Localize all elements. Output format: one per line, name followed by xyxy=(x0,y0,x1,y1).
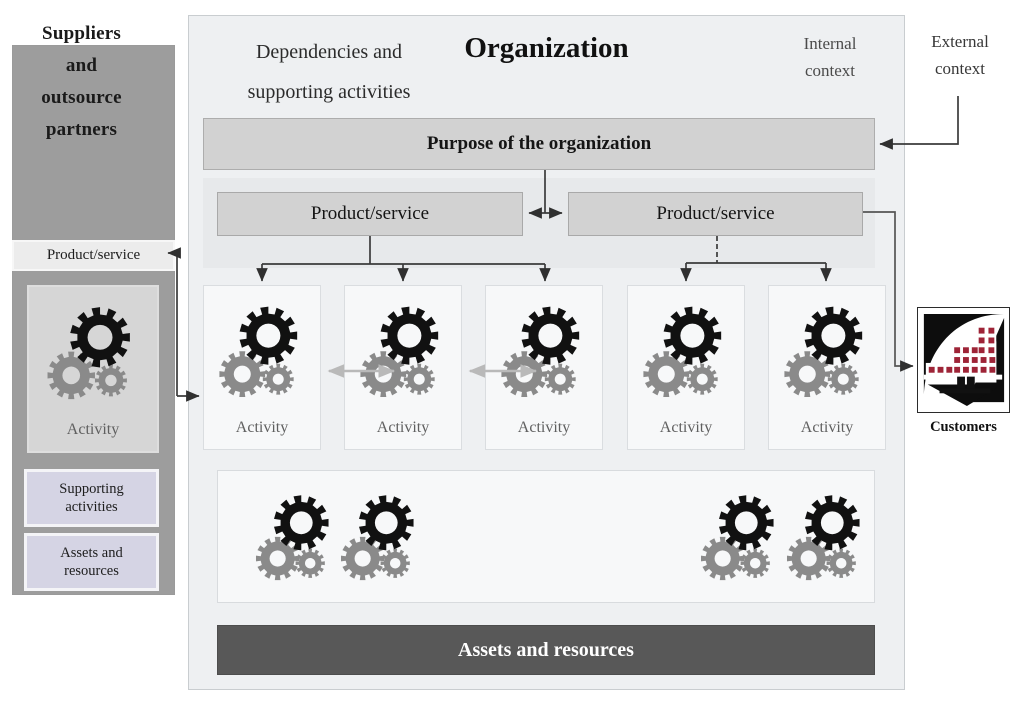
gear-cluster-svg xyxy=(501,306,580,397)
activity-label-2: Activity xyxy=(376,419,430,436)
gear-cluster-svg xyxy=(255,495,329,581)
suppliers-title-line-2: and xyxy=(65,55,98,76)
gear-large-dark-icon xyxy=(239,306,298,365)
gear-large-dark-icon xyxy=(663,306,722,365)
activity-card-3[interactable]: Activity xyxy=(485,285,603,450)
gear-medium-light-icon xyxy=(360,351,407,397)
external-context-line-1: External xyxy=(931,32,989,51)
gear-cluster-icon xyxy=(769,294,885,409)
assets-and-resources-bar[interactable]: Assets and resources xyxy=(217,625,875,675)
product-service-label-1: Product/service xyxy=(310,203,430,224)
activity-label-1: Activity xyxy=(235,419,289,436)
supplier-assets-line-1: Assets and xyxy=(60,545,123,561)
gear-large-dark-icon xyxy=(380,306,439,365)
supplier-product-service-chip[interactable]: Product/service xyxy=(12,240,175,271)
purpose-of-organization-bar[interactable]: Purpose of the organization xyxy=(203,118,875,170)
external-context-line-2: context xyxy=(934,59,986,78)
gear-cluster-svg xyxy=(340,495,414,581)
gear-medium-light-icon xyxy=(643,351,690,397)
gear-cluster-icon xyxy=(345,294,461,409)
dependency-gear-cluster-4 xyxy=(774,485,879,590)
gear-medium-light-icon xyxy=(501,351,548,397)
dependencies-text: Dependencies and supporting activities xyxy=(0,32,658,112)
supplier-product-service-label: Product/service xyxy=(46,247,141,263)
activity-card-2[interactable]: Activity xyxy=(344,285,462,450)
gear-medium-light-icon xyxy=(700,536,745,581)
suppliers-panel-title: Suppliers and outsource partners xyxy=(0,18,163,146)
suppliers-title-line-1: Suppliers xyxy=(42,23,121,44)
gear-cluster-svg xyxy=(643,306,722,397)
customers-label: Customers xyxy=(930,419,997,435)
gear-small-light-icon xyxy=(544,363,576,395)
gear-large-dark-icon xyxy=(274,495,329,551)
supporting-activities-box[interactable]: Supporting activities xyxy=(24,469,159,527)
gear-cluster-svg xyxy=(786,495,860,581)
customers-group[interactable]: Customers xyxy=(917,307,1013,447)
activity-label-3: Activity xyxy=(517,419,571,436)
product-service-box-1[interactable]: Product/service xyxy=(217,192,523,236)
gear-large-dark-icon xyxy=(805,495,860,551)
dependencies-line-1: Dependencies and xyxy=(255,41,403,63)
gear-small-light-icon xyxy=(403,363,435,395)
gear-large-dark-icon xyxy=(521,306,580,365)
internal-context-line-1: Internal xyxy=(803,34,857,53)
gear-cluster-icon xyxy=(29,297,157,409)
activity-card-4[interactable]: Activity xyxy=(627,285,745,450)
activity-label-5: Activity xyxy=(800,419,854,436)
gear-small-light-icon xyxy=(262,363,294,395)
gear-cluster-icon xyxy=(628,294,744,409)
organization-title: Organization xyxy=(464,32,629,64)
gear-cluster-svg xyxy=(360,306,439,397)
gear-cluster-icon xyxy=(486,294,602,409)
gear-medium-light-icon xyxy=(219,351,266,397)
gear-medium-light-icon xyxy=(340,536,385,581)
suppliers-title-line-4: partners xyxy=(45,119,118,140)
supplier-activity-card[interactable]: Activity xyxy=(27,285,159,453)
assets-and-resources-label: Assets and resources xyxy=(458,638,634,661)
gear-cluster-icon xyxy=(204,294,320,409)
gear-small-light-icon xyxy=(686,363,718,395)
dependency-gear-cluster-3 xyxy=(688,485,793,590)
dependency-gear-cluster-1 xyxy=(243,485,348,590)
dependency-gear-cluster-2 xyxy=(328,485,433,590)
gear-medium-light-icon xyxy=(784,351,831,397)
gear-large-dark-icon xyxy=(719,495,774,551)
activity-card-1[interactable]: Activity xyxy=(203,285,321,450)
supplier-assets-resources-box[interactable]: Assets and resources xyxy=(24,533,159,591)
internal-context-label: Internal context xyxy=(770,30,890,84)
supporting-activities-line-2: activities xyxy=(65,499,118,515)
supplier-assets-line-2: resources xyxy=(64,563,119,579)
gear-large-dark-icon xyxy=(70,307,130,368)
gear-large-dark-icon xyxy=(804,306,863,365)
activity-card-5[interactable]: Activity xyxy=(768,285,886,450)
gear-medium-light-icon xyxy=(47,351,95,400)
gear-small-light-icon xyxy=(740,548,770,578)
gear-cluster-svg xyxy=(784,306,863,397)
product-service-label-2: Product/service xyxy=(656,203,775,224)
purpose-label: Purpose of the organization xyxy=(426,133,652,154)
supporting-activities-line-1: Supporting xyxy=(59,481,124,497)
supplier-activity-label: Activity xyxy=(66,421,120,438)
activity-label-4: Activity xyxy=(659,419,713,436)
gear-cluster-svg xyxy=(47,307,130,400)
suppliers-title-line-3: outsource xyxy=(41,87,122,108)
product-service-box-2[interactable]: Product/service xyxy=(568,192,863,236)
gear-cluster-svg xyxy=(219,306,298,397)
dependencies-supporting-activities-band xyxy=(217,470,875,603)
gear-small-light-icon xyxy=(295,548,325,578)
factory-building-svg xyxy=(922,313,1005,407)
gear-small-light-icon xyxy=(94,364,127,397)
gear-cluster-svg xyxy=(700,495,774,581)
dependencies-line-2: supporting activities xyxy=(247,81,411,103)
gear-small-light-icon xyxy=(826,548,856,578)
external-context-label: External context xyxy=(900,28,1020,82)
gear-large-dark-icon xyxy=(359,495,414,551)
gear-medium-light-icon xyxy=(255,536,300,581)
gear-small-light-icon xyxy=(827,363,859,395)
factory-building-icon xyxy=(917,307,1010,413)
gear-medium-light-icon xyxy=(786,536,831,581)
gear-small-light-icon xyxy=(380,548,410,578)
internal-context-line-2: context xyxy=(804,61,856,80)
